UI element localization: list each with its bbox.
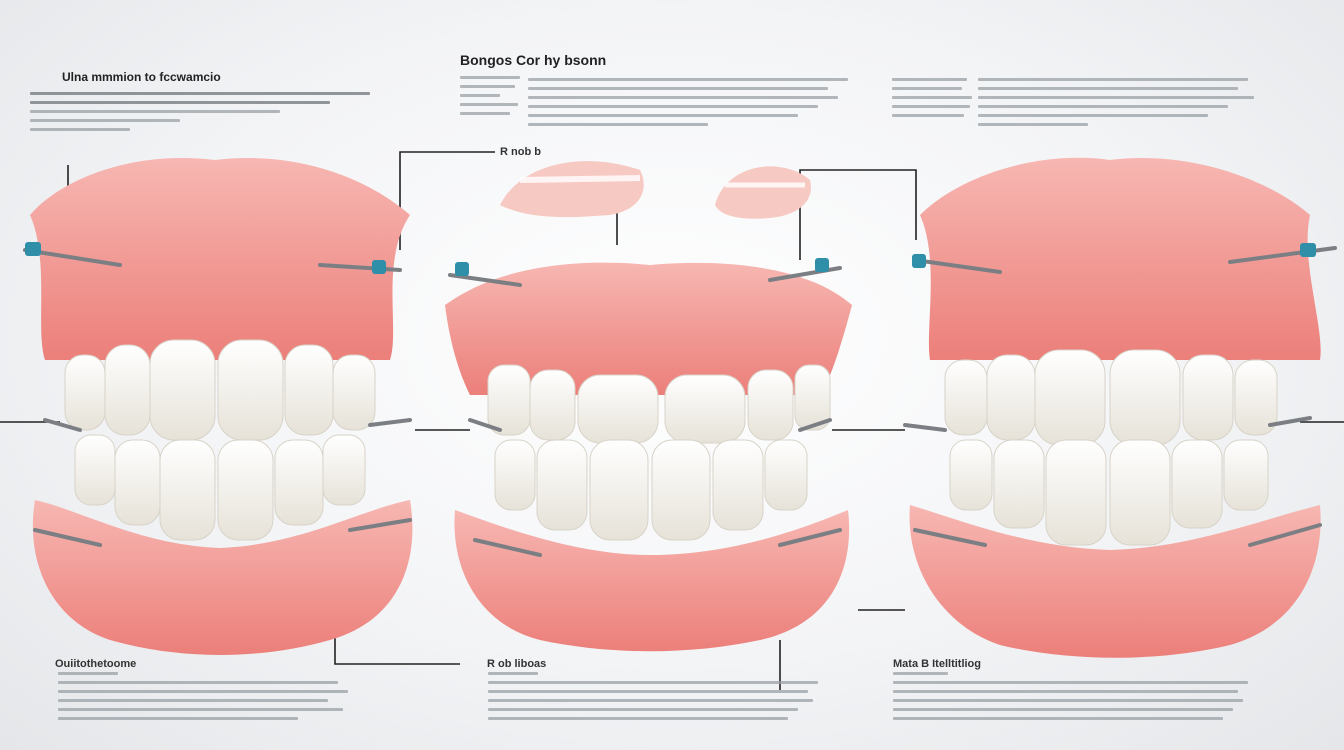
bracket-accents-left [25, 242, 386, 274]
jaw-model-right [903, 157, 1337, 658]
retainer-piece-left [500, 161, 644, 218]
text-block-top-center-b [528, 78, 848, 132]
braces-wires-left [23, 248, 412, 547]
label-top-center-heading: Bongos Cor hy bsonn [460, 52, 607, 68]
bracket-accents-right [912, 243, 1316, 268]
lower-gum-center [454, 510, 850, 652]
label-center-mid: R nob b [500, 146, 541, 158]
upper-teeth-center [487, 364, 831, 444]
text-block-bottom-center [488, 672, 818, 726]
lower-gum-right [909, 505, 1321, 658]
text-block-top-right-a [892, 78, 972, 123]
braces-wires-right [903, 246, 1337, 547]
lower-gum-left [32, 500, 413, 655]
label-bottom-center-heading: R ob liboas [487, 658, 547, 670]
text-block-top-left [30, 92, 390, 137]
upper-teeth-left [64, 339, 376, 441]
leader-line-bottom-left [334, 625, 460, 665]
upper-teeth-right [944, 349, 1278, 446]
leader-line-right-top [799, 169, 917, 260]
jaw-model-center [445, 258, 852, 652]
lower-teeth-center [494, 439, 808, 541]
leader-line-center-top [399, 151, 495, 250]
text-block-top-center-a [460, 76, 520, 121]
lower-teeth-right [949, 439, 1269, 546]
upper-gum-center [445, 262, 852, 395]
text-block-top-right-b [978, 78, 1254, 132]
retainer-piece-right [715, 166, 811, 219]
bracket-accents-center [455, 258, 829, 276]
lower-teeth-left [74, 434, 366, 541]
label-bottom-left-heading: Ouiitothetoome [55, 658, 137, 670]
upper-gum-left [30, 158, 410, 360]
text-block-bottom-right [893, 672, 1253, 726]
text-block-bottom-left [58, 672, 348, 726]
jaw-model-left [23, 158, 413, 655]
label-bottom-right-heading: Mata B Itelltitliog [893, 658, 981, 670]
label-top-left-heading: Ulna mmmion to fccwamcio [62, 70, 221, 84]
upper-gum-right [920, 157, 1321, 360]
